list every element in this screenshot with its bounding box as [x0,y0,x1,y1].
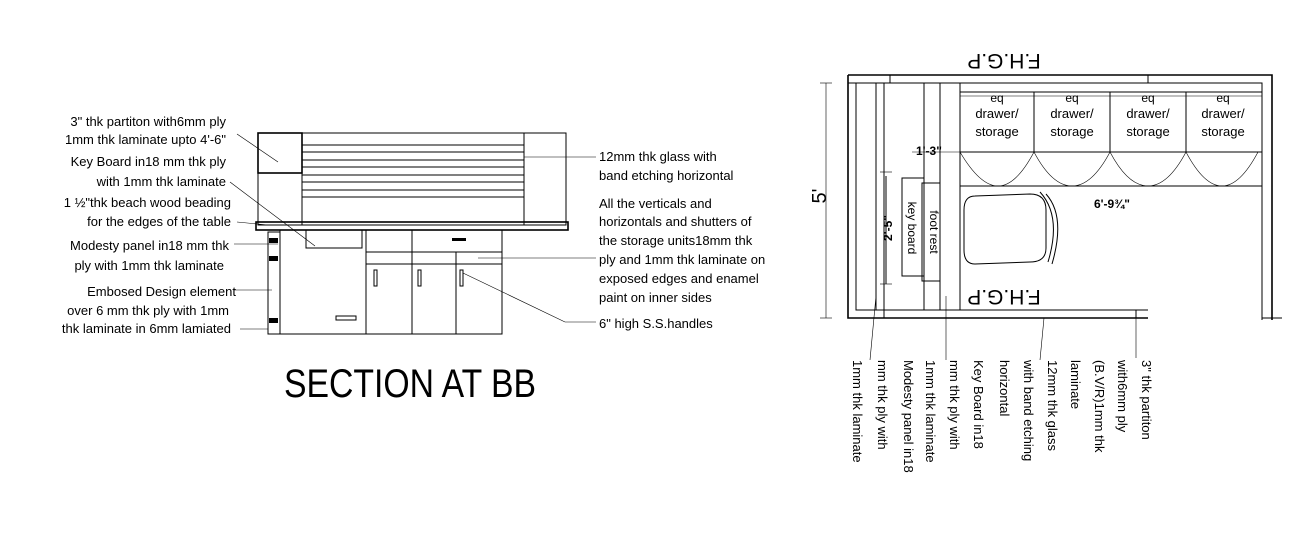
shutter-handle [417,269,422,287]
vnote-modesty-l3: 1mm thk laminate [850,360,865,463]
door-swings [959,151,1259,187]
section-labels-left: 3" thk partiton with6mm ply 1mm thk lami… [62,114,236,336]
partition-lower-block [257,172,303,226]
drawer-1-l1: drawer/ [975,106,1019,121]
embossed-pattern [269,238,278,323]
vnote-partition-l2: with6mm ply [1115,359,1130,433]
vnote-keyboard-l2: mm thk ply with [947,360,962,450]
drawer-2-l1: drawer/ [1050,106,1094,121]
shutter-handle [459,269,464,287]
fhgp-bottom: F.H.G.P [967,285,1041,308]
section-labels-right: 12mm thk glass with band etching horizon… [599,149,765,331]
note-keyboard-l1: Key Board in18 mm thk ply [71,154,227,169]
modesty-panel [279,229,367,335]
foot-rest-plan [921,182,941,282]
note-verticals-l2: horizontals and shutters of [599,214,752,229]
vnote-keyboard-l3: 1mm thk laminate [923,360,938,463]
note-partition-l1: 3" thk partiton with6mm ply [70,114,226,129]
note-handles: 6" high S.S.handles [599,316,713,331]
dim-depth: 1'-3" [916,144,942,158]
eq-2: eq [1065,91,1078,105]
drawer-4-l1: drawer/ [1201,106,1245,121]
vnote-modesty-l2: mm thk ply with [875,360,890,450]
glass-bottom [883,309,1137,319]
note-beading-l1: 1 ½"thk beach wood beading [64,195,231,210]
note-beading-l2: for the edges of the table [87,214,231,229]
dim-length: 6'-9¾" [1094,197,1130,211]
note-modesty-l1: Modesty panel in18 mm thk [70,238,229,253]
section-title: SECTION AT BB [284,362,536,406]
leader-lines-left [229,133,316,330]
glass-top [889,74,1149,84]
note-embossed-l1: Embosed Design element [87,284,236,299]
vnote-partition-l4: laminate [1068,360,1083,409]
partition-right-block [523,132,567,226]
keyboard-strip [923,82,941,311]
note-verticals-l6: paint on inner sides [599,290,712,305]
table-top [255,221,569,231]
drawer-4-l2: storage [1201,124,1244,139]
vnote-partition-l3: (B.V/R)1mm thk [1092,360,1107,453]
note-keyboard-l2: with 1mm thk laminate [96,174,226,189]
note-verticals-l3: the storage units18mm thk [599,233,753,248]
glass-panel-frame [301,132,525,226]
drawer-handle [452,238,466,241]
embossed-strip [267,231,281,335]
vnote-glass-l1: 12mm thk glass [1045,360,1060,452]
label-foot-rest: foot rest [927,210,941,254]
fhgp-top: F.H.G.P [967,49,1041,72]
drawer-2-l2: storage [1050,124,1093,139]
eq-1: eq [990,91,1003,105]
storage-labels: eq drawer/ storage eq drawer/ storage eq… [975,91,1245,139]
note-embossed-l2: over 6 mm thk ply with 1mm [67,303,229,318]
note-embossed-l3: thk laminate in 6mm lamiated [62,321,231,336]
section-drawing: 3" thk partiton with6mm ply 1mm thk lami… [62,114,765,406]
plan-leaders [869,295,1137,361]
eq-3: eq [1141,91,1154,105]
leader-lines-right [462,156,596,323]
note-glass-l2: band etching horizontal [599,168,734,183]
plan-drawing: 5' 1'-3" 6'-9¾" 2'-5" foot rest key boar… [809,49,1282,473]
dim-keyboard: 2'-5" [881,215,895,241]
drawer-1-l2: storage [975,124,1018,139]
drawer-3-l2: storage [1126,124,1169,139]
plan-vertical-notes: Modesty panel in18 mm thk ply with 1mm t… [850,359,1154,473]
note-partition-l2: 1mm thk laminate upto 4'-6" [65,132,226,147]
label-key-board: key board [905,202,919,255]
vnote-modesty-l1: Modesty panel in18 [901,360,916,473]
dim-5ft: 5' [809,189,831,204]
note-glass-l1: 12mm thk glass with [599,149,717,164]
note-verticals-l1: All the verticals and [599,196,712,211]
vnote-glass-l3: horizontal [997,360,1012,416]
vnote-keyboard-l1: Key Board in18 [971,360,986,449]
note-verticals-l5: exposed edges and enamel [599,271,759,286]
footrest-bar [335,315,357,321]
drawer-3-l1: drawer/ [1126,106,1170,121]
keyboard-tray-plan [901,177,925,277]
chair-icon [963,191,1059,265]
note-verticals-l4: ply and 1mm thk laminate on [599,252,765,267]
eq-4: eq [1216,91,1229,105]
shutter-handle [373,269,378,287]
note-modesty-l2: ply with 1mm thk laminate [74,258,224,273]
vnote-glass-l2: with band etching [1021,359,1036,461]
storage-unit [365,229,503,335]
glass-etching-lines [302,144,524,198]
vnote-partition-l1: 3" thk partiton [1139,360,1154,440]
